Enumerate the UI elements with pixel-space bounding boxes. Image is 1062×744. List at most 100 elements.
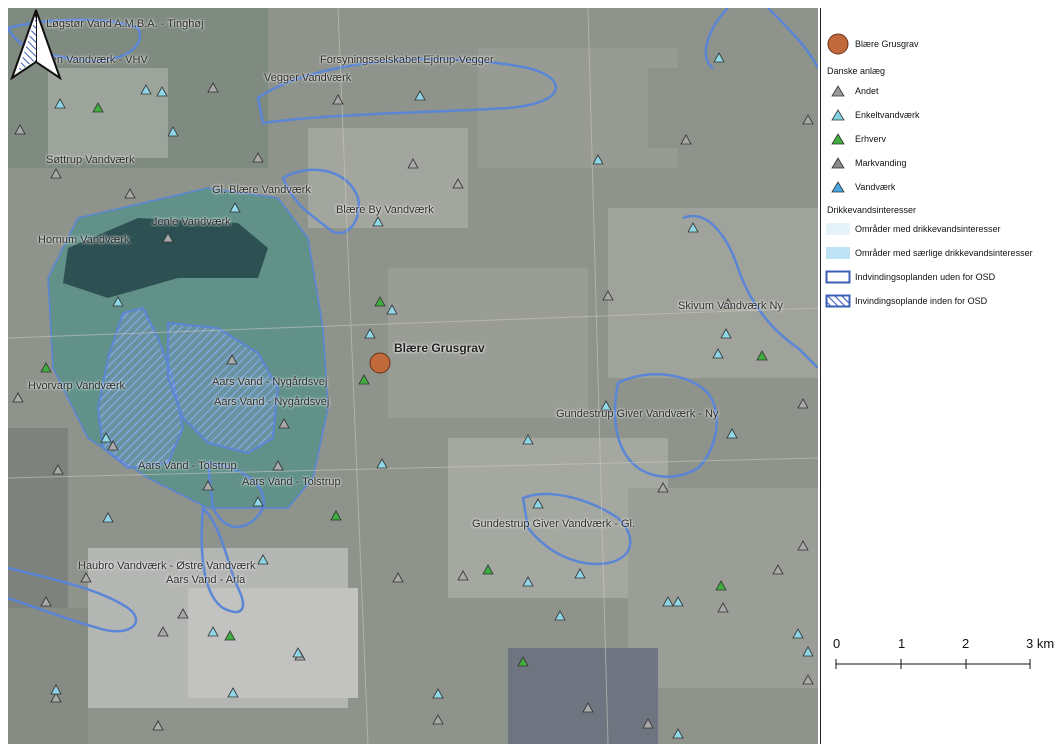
vandvaerk-marker[interactable]: [102, 512, 114, 523]
erhverv-marker[interactable]: [358, 374, 370, 385]
erhverv-marker[interactable]: [374, 296, 386, 307]
andet-marker[interactable]: [772, 564, 784, 575]
vandvaerk-marker[interactable]: [227, 687, 239, 698]
vandvaerk-marker[interactable]: [432, 688, 444, 699]
vandvaerk-marker[interactable]: [792, 628, 804, 639]
andet-marker[interactable]: [107, 440, 119, 451]
vandvaerk-marker[interactable]: [522, 434, 534, 445]
andet-marker[interactable]: [14, 124, 26, 135]
legend-label: Markvanding: [855, 158, 907, 168]
scale-tick-1: 1: [898, 636, 906, 651]
andet-marker[interactable]: [802, 674, 814, 685]
vandvaerk-marker[interactable]: [712, 348, 724, 359]
vandvaerk-marker[interactable]: [50, 684, 62, 695]
andet-marker[interactable]: [802, 114, 814, 125]
erhverv-marker[interactable]: [92, 102, 104, 113]
vandvaerk-marker[interactable]: [207, 626, 219, 637]
vandvaerk-marker[interactable]: [229, 202, 241, 213]
andet-marker[interactable]: [797, 540, 809, 551]
vandvaerk-marker[interactable]: [726, 428, 738, 439]
andet-marker[interactable]: [252, 152, 264, 163]
andet-marker[interactable]: [432, 714, 444, 725]
andet-marker[interactable]: [177, 608, 189, 619]
map-label: Aars Vand - Tolstrup: [242, 476, 341, 488]
andet-marker[interactable]: [207, 82, 219, 93]
vandvaerk-marker[interactable]: [672, 728, 684, 739]
andet-marker[interactable]: [602, 290, 614, 301]
erhverv-marker[interactable]: [330, 510, 342, 521]
erhverv-marker[interactable]: [756, 350, 768, 361]
vandvaerk-marker[interactable]: [522, 576, 534, 587]
legend-label: Vandværk: [855, 182, 896, 192]
andet-marker[interactable]: [722, 298, 734, 309]
andet-marker[interactable]: [680, 134, 692, 145]
andet-marker[interactable]: [12, 392, 24, 403]
vandvaerk-marker[interactable]: [554, 610, 566, 621]
andet-marker[interactable]: [278, 418, 290, 429]
erhverv-marker[interactable]: [517, 656, 529, 667]
legend-item-site: Blære Grusgrav: [821, 33, 919, 55]
site-marker[interactable]: [369, 352, 391, 374]
erhverv-marker[interactable]: [224, 630, 236, 641]
vandvaerk-marker[interactable]: [156, 86, 168, 97]
vandvaerk-marker[interactable]: [364, 328, 376, 339]
andet-marker[interactable]: [226, 354, 238, 365]
vandvaerk-marker[interactable]: [140, 84, 152, 95]
vandvaerk-marker[interactable]: [372, 216, 384, 227]
legend-label: Erhverv: [855, 134, 887, 144]
scale-tick-0: 0: [833, 636, 841, 651]
vandvaerk-marker[interactable]: [662, 596, 674, 607]
vandvaerk-marker[interactable]: [167, 126, 179, 137]
andet-marker[interactable]: [50, 692, 62, 703]
site-label: Blære Grusgrav: [394, 341, 485, 355]
vandvaerk-marker[interactable]: [672, 596, 684, 607]
andet-marker[interactable]: [152, 720, 164, 731]
catchment-outlines: [8, 8, 818, 633]
andet-marker[interactable]: [332, 94, 344, 105]
andet-marker[interactable]: [80, 572, 92, 583]
vandvaerk-marker[interactable]: [720, 328, 732, 339]
vandvaerk-marker[interactable]: [414, 90, 426, 101]
vandvaerk-marker[interactable]: [54, 98, 66, 109]
vandvaerk-marker[interactable]: [100, 432, 112, 443]
vandvaerk-marker[interactable]: [592, 154, 604, 165]
andet-marker[interactable]: [657, 482, 669, 493]
vandvaerk-marker[interactable]: [112, 296, 124, 307]
map-label: Haubro Vandværk - Østre Vandværk: [78, 560, 256, 572]
andet-marker[interactable]: [157, 626, 169, 637]
vandvaerk-marker[interactable]: [713, 52, 725, 63]
scale-bar: [835, 659, 1031, 669]
vandvaerk-marker[interactable]: [802, 646, 814, 657]
andet-marker[interactable]: [457, 570, 469, 581]
andet-marker[interactable]: [50, 168, 62, 179]
roads: [8, 8, 818, 744]
erhverv-marker[interactable]: [482, 564, 494, 575]
andet-marker[interactable]: [40, 596, 52, 607]
andet-marker[interactable]: [642, 718, 654, 729]
andet-marker[interactable]: [272, 460, 284, 471]
andet-marker[interactable]: [452, 178, 464, 189]
vandvaerk-marker[interactable]: [600, 400, 612, 411]
vandvaerk-marker[interactable]: [687, 222, 699, 233]
andet-marker[interactable]: [797, 398, 809, 409]
andet-marker[interactable]: [392, 572, 404, 583]
andet-marker[interactable]: [717, 602, 729, 613]
andet-marker[interactable]: [582, 702, 594, 713]
vandvaerk-marker[interactable]: [386, 304, 398, 315]
andet-marker[interactable]: [162, 232, 174, 243]
erhverv-marker[interactable]: [40, 362, 52, 373]
vandvaerk-marker[interactable]: [574, 568, 586, 579]
andet-marker[interactable]: [202, 480, 214, 491]
vandvaerk-marker[interactable]: [252, 496, 264, 507]
vandvaerk-marker[interactable]: [532, 498, 544, 509]
andet-marker[interactable]: [407, 158, 419, 169]
vandvaerk-marker[interactable]: [257, 554, 269, 565]
erhverv-marker[interactable]: [715, 580, 727, 591]
map-label: Aars Vand - Arla: [166, 574, 246, 586]
map-label: Hornum Vandværk: [38, 234, 130, 246]
andet-marker[interactable]: [124, 188, 136, 199]
andet-marker[interactable]: [52, 464, 64, 475]
vandvaerk-marker[interactable]: [376, 458, 388, 469]
vandvaerk-marker[interactable]: [292, 647, 304, 658]
